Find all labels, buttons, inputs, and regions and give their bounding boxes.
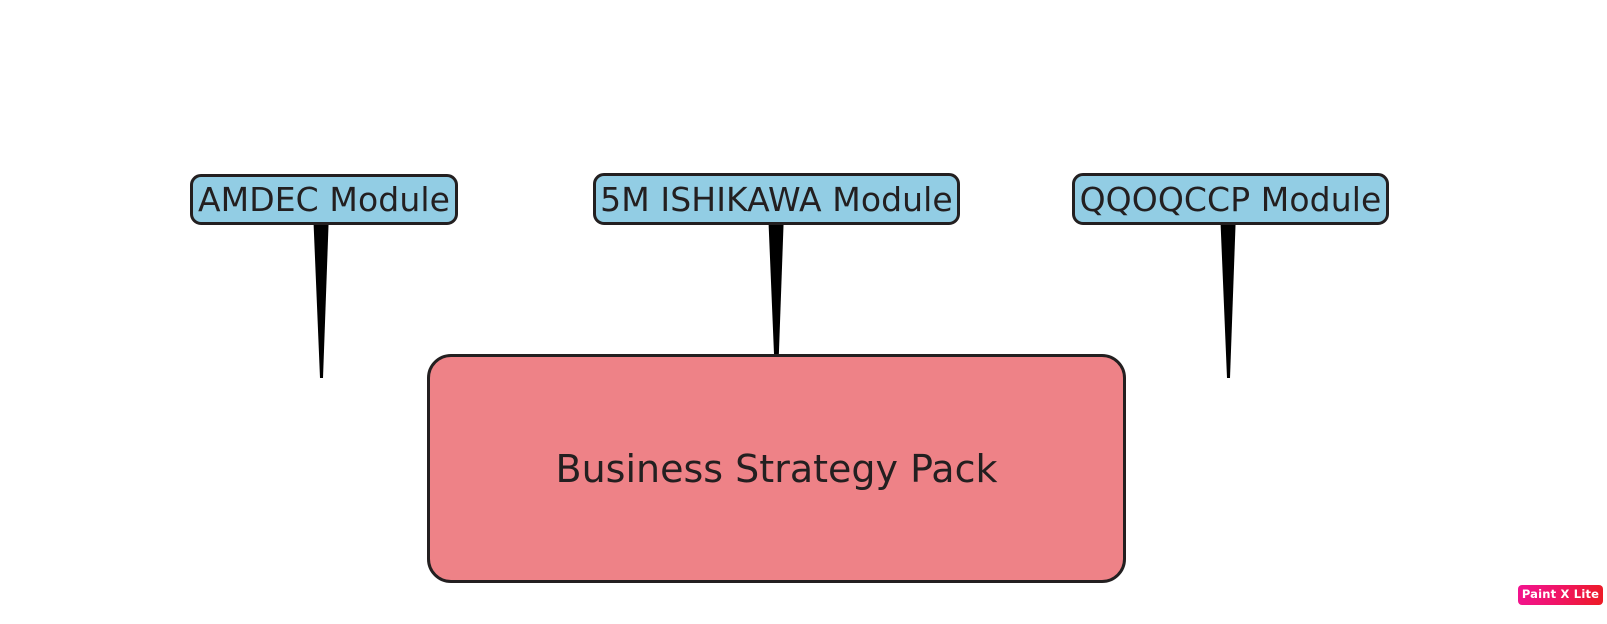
paint-x-lite-watermark-label: Paint X Lite — [1521, 587, 1600, 602]
edge-ishikawa-to-central — [767, 198, 785, 378]
node-amdec-module[interactable]: AMDEC Module — [190, 174, 458, 225]
node-qqoqccp-module-label: QQOQCCP Module — [1079, 179, 1382, 219]
node-qqoqccp-module[interactable]: QQOQCCP Module — [1072, 173, 1389, 225]
edge-amdec-stroke — [312, 198, 330, 378]
node-business-strategy-pack-label: Business Strategy Pack — [555, 446, 998, 491]
node-5m-ishikawa-module-label: 5M ISHIKAWA Module — [600, 179, 953, 219]
paint-x-lite-watermark: Paint X Lite — [1518, 585, 1603, 605]
node-business-strategy-pack[interactable]: Business Strategy Pack — [427, 354, 1126, 583]
edge-ishikawa-stroke — [767, 198, 785, 378]
edge-qqoqccp-to-central — [1219, 198, 1237, 378]
edge-qqoqccp-stroke — [1219, 198, 1237, 378]
node-5m-ishikawa-module[interactable]: 5M ISHIKAWA Module — [593, 173, 960, 225]
edge-amdec-to-central — [312, 198, 330, 378]
node-amdec-module-label: AMDEC Module — [197, 180, 451, 219]
